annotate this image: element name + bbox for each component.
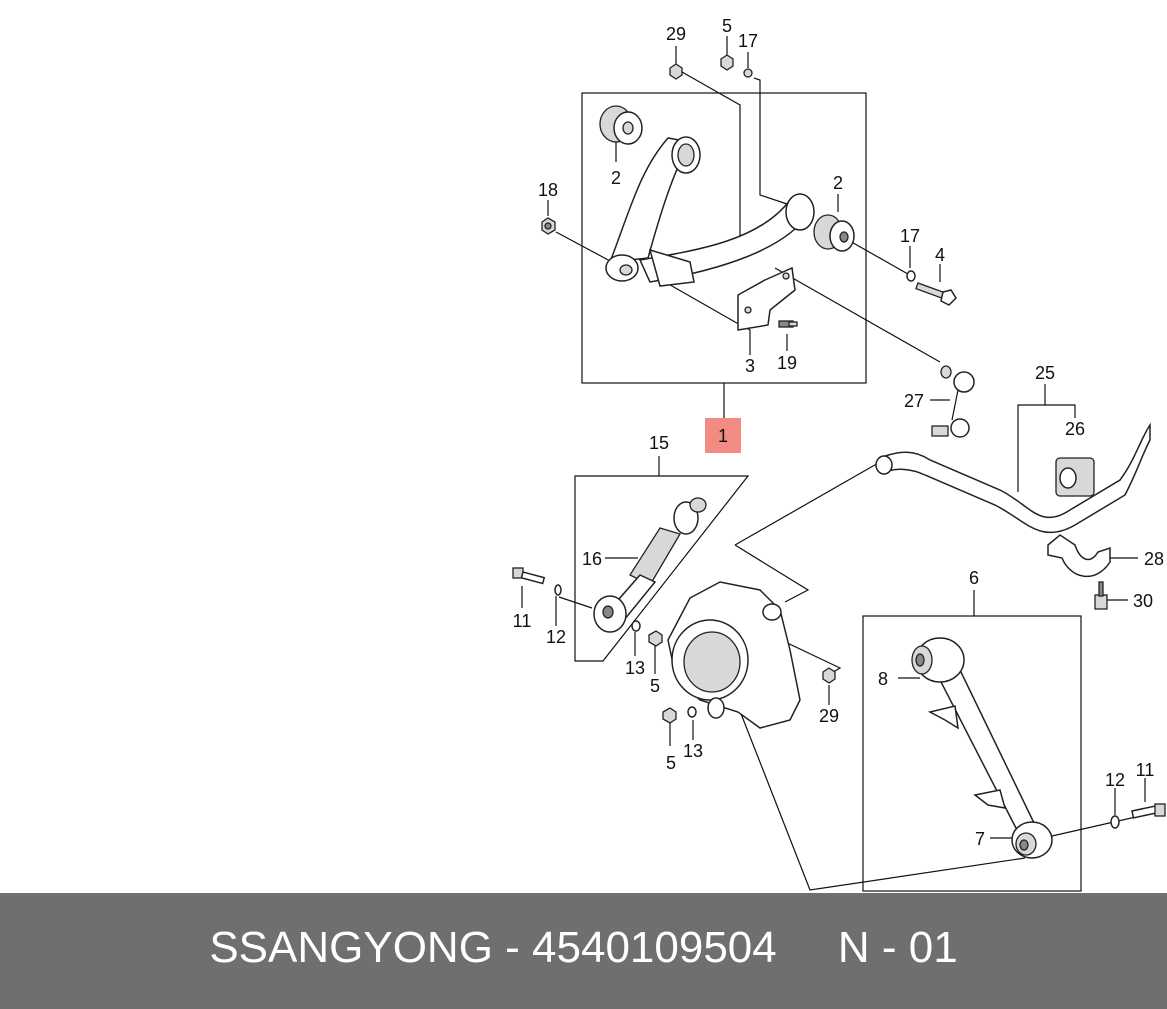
washer-12-left (554, 584, 562, 596)
bolt-11-right (1131, 803, 1166, 819)
lower-arm-group-frame (862, 615, 1082, 892)
callout-26: 26 (1065, 419, 1085, 439)
callout-29-mid: 29 (819, 706, 839, 726)
callout-12-left: 12 (546, 627, 566, 647)
callout-25: 25 (1035, 363, 1055, 383)
washer-17-top (743, 68, 753, 78)
callout-5-top: 5 (722, 16, 732, 36)
bracket-3 (737, 266, 796, 331)
callout-6: 6 (969, 568, 979, 588)
washer-13-top (631, 620, 641, 632)
washer-17 (906, 270, 916, 282)
callout-15: 15 (649, 433, 669, 453)
callout-1-highlight (705, 418, 741, 453)
lower-arm-6 (911, 637, 1053, 859)
callout-7: 7 (975, 829, 985, 849)
callout-8: 8 (878, 669, 888, 689)
parts-diagram: 29 5 17 2 2 18 17 4 3 19 1 25 27 26 15 1… (512, 16, 1166, 892)
bushing-2-left (599, 105, 643, 145)
callout-29-top: 29 (666, 24, 686, 44)
nut-29-top (669, 63, 683, 80)
callout-3: 3 (745, 356, 755, 376)
callout-2-left: 2 (611, 168, 621, 188)
footer-banner: SSANGYONG - 4540109504 N - 01 (0, 893, 1167, 1009)
callout-12-right: 12 (1105, 770, 1125, 790)
callout-1: 1 (718, 426, 728, 446)
callout-16: 16 (582, 549, 602, 569)
callout-28: 28 (1144, 549, 1164, 569)
knuckle (667, 581, 801, 729)
callout-5-bottom: 5 (666, 753, 676, 773)
callout-30: 30 (1133, 591, 1153, 611)
clamp-28 (1047, 534, 1111, 578)
washer-12-right (1110, 815, 1120, 829)
callout-13-bottom: 13 (683, 741, 703, 761)
toe-link-group-frame (574, 475, 750, 662)
upper-control-arm (605, 136, 815, 287)
callout-19: 19 (777, 353, 797, 373)
bushing-2-right (813, 214, 855, 252)
stabilizer-bushing-26 (1055, 457, 1095, 497)
nut-5-bottom (662, 707, 677, 724)
callout-27: 27 (904, 391, 924, 411)
callout-4: 4 (935, 245, 945, 265)
callout-2-right: 2 (833, 173, 843, 193)
callout-11-right: 11 (1136, 760, 1155, 780)
washer-13-bottom (687, 706, 697, 718)
stabilizer-link-27 (931, 365, 975, 438)
bolt-11-left (512, 567, 546, 585)
callout-11-left: 11 (513, 611, 532, 631)
nut-5-mid (648, 630, 663, 647)
toe-link-16 (593, 497, 707, 633)
callout-13-top: 13 (625, 658, 645, 678)
callout-18: 18 (538, 180, 558, 200)
callout-17: 17 (900, 226, 920, 246)
nut-5-top (720, 54, 734, 71)
stabilizer-bar (879, 422, 1151, 534)
callout-5-mid: 5 (650, 676, 660, 696)
nut-29-mid (822, 667, 836, 684)
callout-17-top: 17 (738, 31, 758, 51)
bolt-4 (915, 282, 957, 306)
bolt-30 (1094, 581, 1108, 610)
bolt-19 (778, 320, 798, 328)
part-number-caption: SSANGYONG - 4540109504 N - 01 (209, 923, 958, 972)
nut-18 (541, 217, 556, 235)
leader-lines (521, 36, 1159, 891)
